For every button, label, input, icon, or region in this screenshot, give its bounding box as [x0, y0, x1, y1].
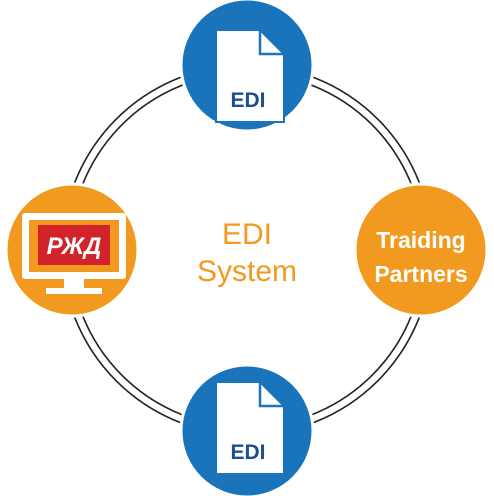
- bottom-doc-label: EDI: [230, 441, 265, 464]
- rzd-logo-text: РЖД: [47, 233, 102, 260]
- rzd-logo: РЖД: [38, 225, 110, 265]
- trading-partners-line-1: Traiding: [376, 227, 466, 253]
- top-edi-node: EDI: [179, 0, 315, 133]
- trading-partners-line-2: Partners: [374, 261, 468, 287]
- top-doc-label: EDI: [230, 89, 265, 112]
- right-partners-node: [353, 182, 489, 318]
- document-icon: [215, 29, 285, 123]
- left-rzd-node: РЖД: [4, 182, 140, 318]
- bottom-edi-node: EDI: [179, 363, 315, 496]
- document-icon: [215, 381, 285, 475]
- center-title-line-2: System: [196, 255, 298, 288]
- center-title-line-1: EDI: [221, 218, 272, 251]
- right-partners-circle: [353, 182, 489, 318]
